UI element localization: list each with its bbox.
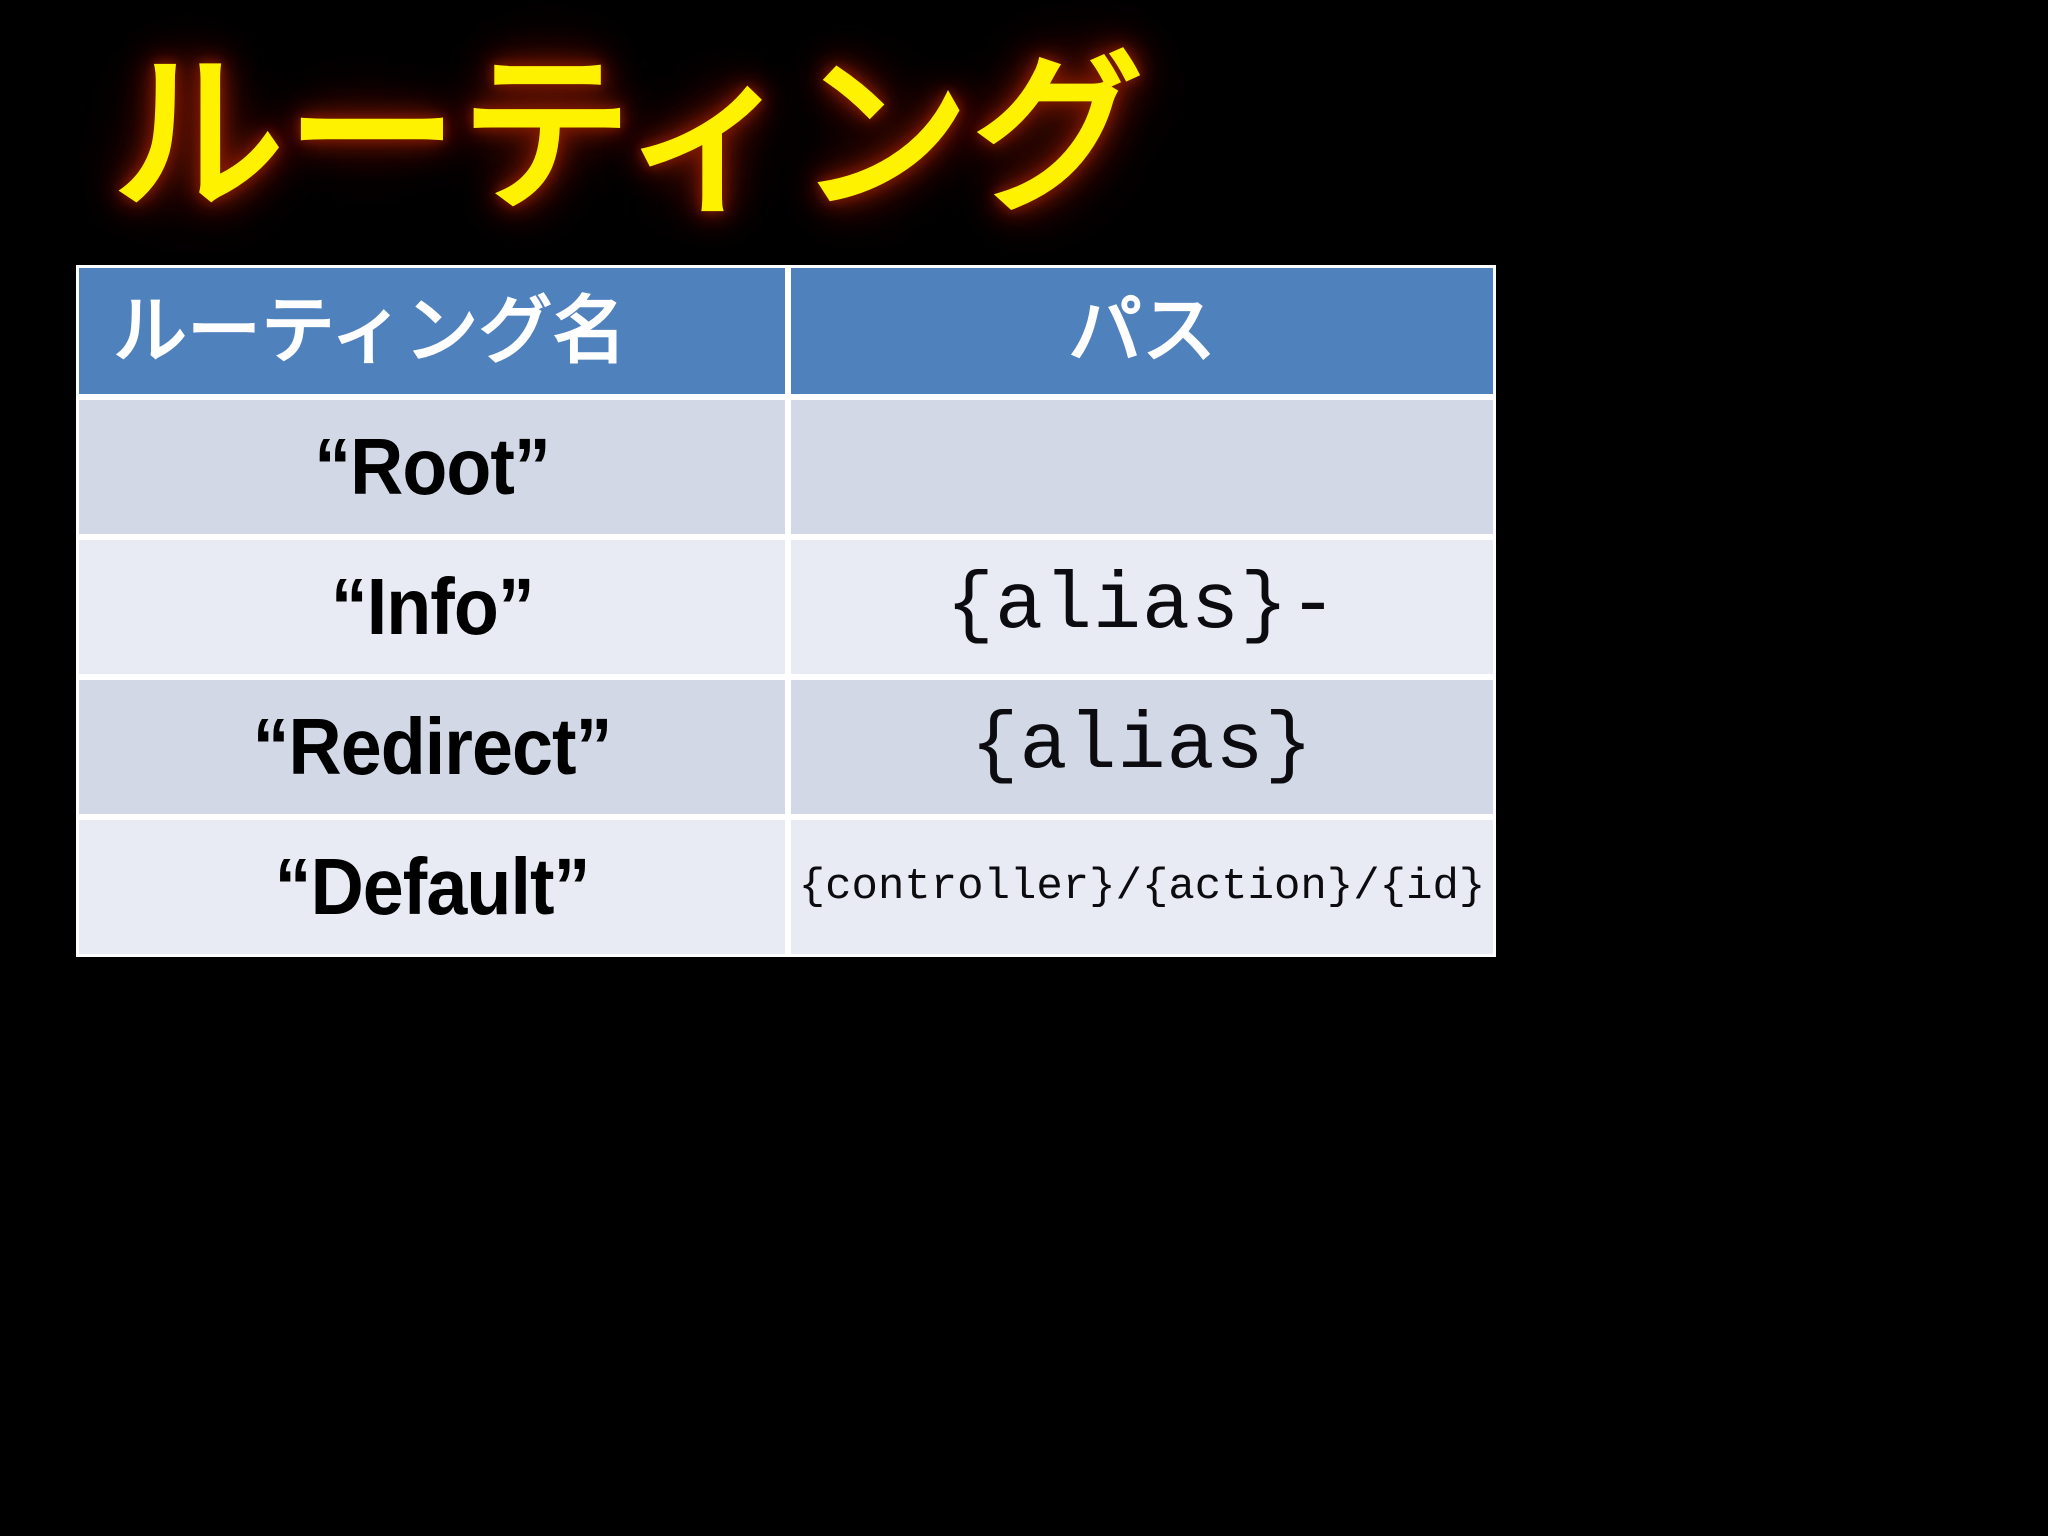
routing-name-value: “Default” bbox=[274, 842, 591, 931]
cell-path: {controller}/{action}/{id} bbox=[788, 817, 1496, 957]
table-row: “Info” {alias}- bbox=[76, 537, 1496, 677]
cell-routing-name: “Default” bbox=[76, 817, 788, 957]
table-row: “Redirect” {alias} bbox=[76, 677, 1496, 817]
cell-routing-name: “Root” bbox=[76, 397, 788, 537]
cell-path bbox=[788, 397, 1496, 537]
cell-path: {alias} bbox=[788, 677, 1496, 817]
column-header-path: パス bbox=[788, 265, 1496, 397]
path-value: {alias}- bbox=[945, 561, 1339, 652]
path-value: {alias} bbox=[970, 701, 1314, 792]
path-value: {controller}/{action}/{id} bbox=[798, 862, 1486, 912]
page-title: ルーティング bbox=[112, 40, 1146, 232]
table-header: ルーティング名 パス bbox=[76, 265, 1496, 397]
routing-name-value: “Info” bbox=[330, 562, 535, 651]
routing-name-value: “Root” bbox=[314, 422, 551, 511]
table-row: “Root” bbox=[76, 397, 1496, 537]
table-header-row: ルーティング名 パス bbox=[76, 265, 1496, 397]
cell-routing-name: “Redirect” bbox=[76, 677, 788, 817]
table-row: “Default” {controller}/{action}/{id} bbox=[76, 817, 1496, 957]
table-body: “Root” “Info” {alias}- “R bbox=[76, 397, 1496, 957]
cell-path: {alias}- bbox=[788, 537, 1496, 677]
column-header-routing-name: ルーティング名 bbox=[76, 265, 788, 397]
routing-name-value: “Redirect” bbox=[252, 702, 613, 791]
routing-table-container: ルーティング名 パス “Root” “Info” bbox=[76, 265, 1496, 957]
routing-table: ルーティング名 パス “Root” “Info” bbox=[76, 265, 1496, 957]
cell-routing-name: “Info” bbox=[76, 537, 788, 677]
